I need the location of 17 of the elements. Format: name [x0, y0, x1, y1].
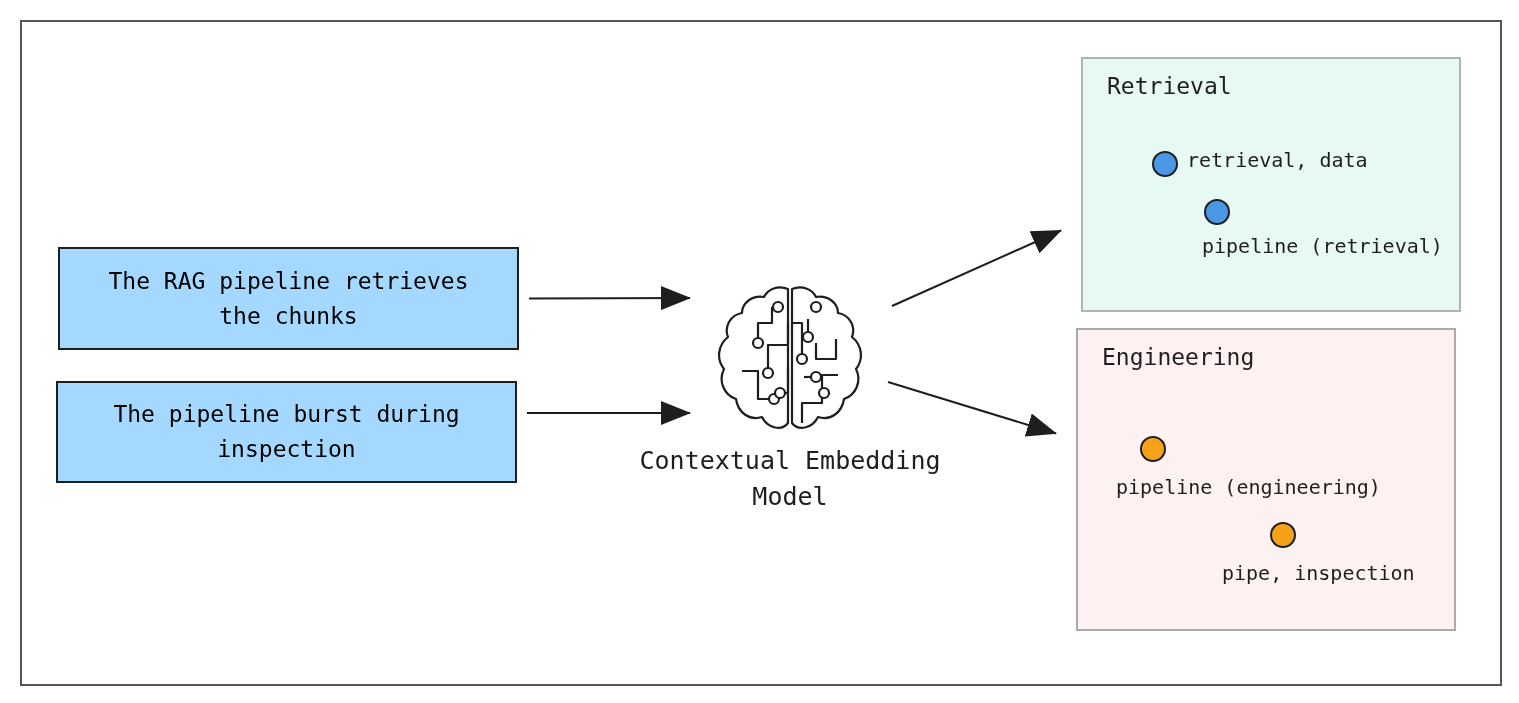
point-label: pipeline (retrieval)	[1202, 234, 1443, 258]
box-text: The pipeline burst during inspection	[112, 400, 461, 464]
arrow	[526, 401, 691, 425]
model-caption: Contextual Embedding Model	[638, 445, 942, 513]
point-label: retrieval, data	[1187, 148, 1368, 172]
cluster-panel	[1081, 57, 1461, 312]
arrow	[891, 229, 1062, 307]
panel-title: Engineering	[1102, 344, 1255, 370]
box-text: The RAG pipeline retrieves the chunks	[107, 266, 470, 331]
text-box	[56, 381, 517, 483]
point-label: pipe, inspection	[1222, 561, 1415, 585]
point-label: pipeline (engineering)	[1116, 475, 1381, 499]
arrow	[528, 286, 691, 311]
cluster-panel	[1076, 328, 1456, 631]
text-box	[58, 247, 519, 350]
panel-title: Retrieval	[1107, 73, 1232, 99]
arrow	[887, 381, 1057, 437]
